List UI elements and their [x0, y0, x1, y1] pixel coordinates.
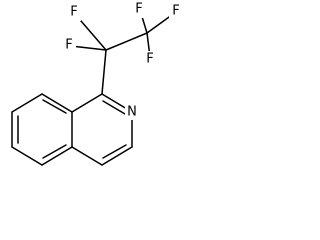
bond-c6-c5	[11, 146, 43, 166]
bond-c4-c4a	[71, 146, 103, 166]
svg-text:F: F	[70, 5, 77, 20]
bond-ca-cb	[105, 32, 148, 51]
bond-c8a-c8-inner	[42, 99, 67, 114]
bond-c1-ca	[101, 49, 107, 95]
atom-label-nitrogen: N	[125, 103, 139, 120]
bond-c3-c4	[101, 146, 133, 166]
atom-label-fluorine-right: F	[143, 51, 157, 68]
svg-text:F: F	[172, 4, 179, 19]
svg-text:F: F	[65, 38, 72, 53]
svg-text:F: F	[135, 2, 142, 17]
bond-c8a-c1	[71, 93, 103, 113]
bond-c3-c4-inner	[102, 144, 127, 159]
atom-label-fluorine-top-right: F	[169, 3, 183, 20]
bond-c8-c7	[11, 93, 43, 113]
atom-label-fluorine-upper-left: F	[67, 4, 81, 21]
bond-c5-c4a	[41, 146, 73, 166]
chemical-structure-diagram: N F F F F F	[11, 1, 183, 166]
atom-label-fluorine-lower-left: F	[62, 37, 76, 54]
svg-text:N: N	[127, 105, 137, 120]
atom-label-fluorine-top-left: F	[132, 1, 146, 18]
bond-c8a-c8	[41, 93, 73, 113]
bond-c1-n2-inner	[102, 100, 126, 115]
bond-ca-f-lower-left	[70, 45, 107, 51]
bond-c5-c4a-inner	[42, 144, 67, 159]
svg-text:F: F	[146, 52, 153, 67]
